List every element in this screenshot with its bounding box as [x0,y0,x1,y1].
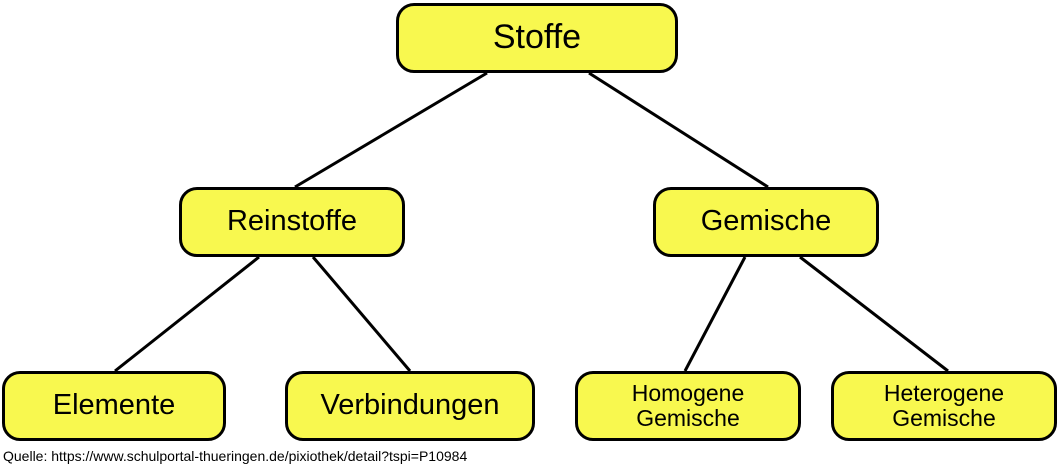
node-homogene-line2: Gemische [636,405,740,431]
node-gemische: Gemische [653,187,879,257]
node-verbindungen: Verbindungen [285,371,535,441]
node-reinstoffe-label: Reinstoffe [226,205,358,238]
node-reinstoffe: Reinstoffe [179,187,405,257]
node-verbindungen-label: Verbindungen [320,389,500,422]
node-heterogene-line1: Heterogene [883,379,1005,406]
node-heterogene-line2: Gemische [892,405,996,431]
node-homogene-line1: Homogene [631,379,745,406]
connector-stoffe-gemische [588,71,769,189]
connector-gemische-heterogen [799,255,949,373]
node-gemische-label: Gemische [700,205,832,238]
node-homogene-gemische: Homogene Gemische [575,371,801,441]
connector-gemische-homogen [683,256,747,372]
node-stoffe: Stoffe [396,3,678,73]
connector-reinstoffe-verbindungen [311,256,412,372]
source-caption: Quelle: https://www.schulportal-thuering… [3,448,468,464]
node-elemente: Elemente [2,371,226,441]
node-heterogene-gemische: Heterogene Gemische [831,371,1057,441]
node-stoffe-label: Stoffe [492,18,582,57]
node-elemente-label: Elemente [52,389,176,422]
connector-stoffe-reinstoffe [294,71,488,189]
connector-reinstoffe-elemente [114,255,260,373]
